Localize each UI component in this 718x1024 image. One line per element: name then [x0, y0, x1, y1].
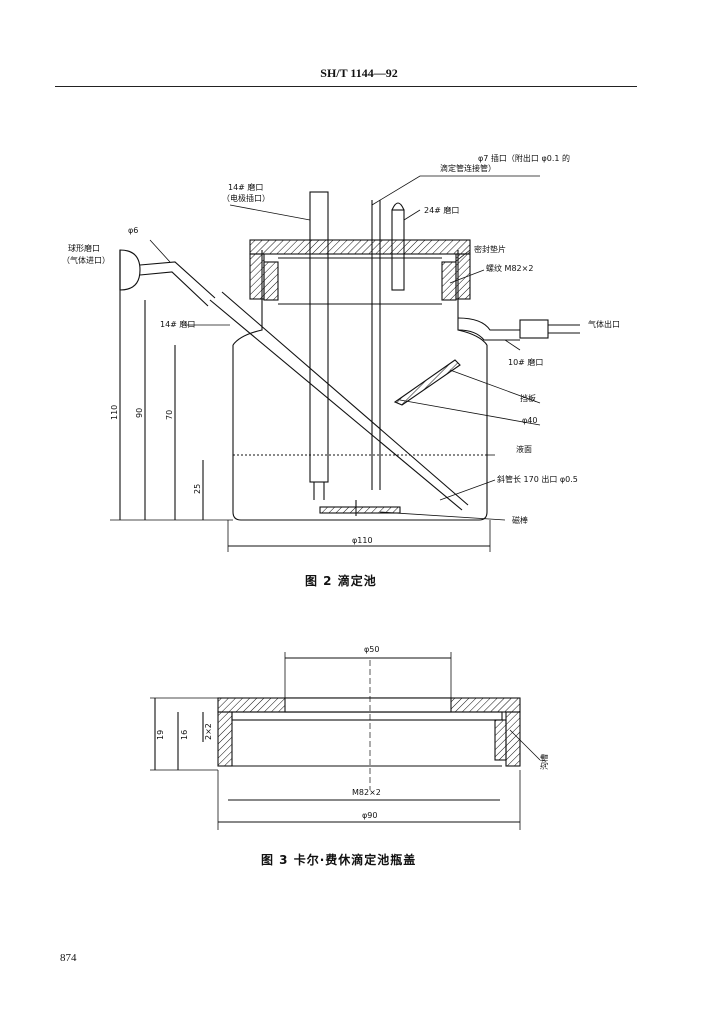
figure-2-caption: 图 2 滴定池 [305, 574, 377, 588]
header-rule [55, 86, 637, 87]
dim-110: 110 [110, 405, 119, 420]
label-ground-14: 14# 磨口 [160, 319, 195, 329]
stir-bar [319, 506, 401, 514]
dim-2x2: 2×2 [204, 723, 213, 740]
label-ball-port: 球形磨口 [68, 243, 100, 253]
dim-thread: M82×2 [352, 788, 381, 797]
label-liquid-level: 液面 [516, 444, 532, 454]
dim-16: 16 [180, 730, 189, 740]
label-electrode-port: 14# 磨口 [228, 182, 263, 192]
dim-phi110: φ110 [352, 536, 373, 545]
vessel-body [232, 345, 488, 521]
dim-phi90: φ90 [362, 811, 377, 820]
figure-3-caption: 图 3 卡尔·费休滴定池瓶盖 [261, 853, 417, 867]
label-gas-outlet: 气体出口 [588, 319, 620, 329]
label-tube-port: φ7 插口（附出口 φ0.1 的 [478, 153, 570, 163]
label-ground-10: 10# 磨口 [508, 357, 543, 367]
dim-25: 25 [193, 484, 202, 494]
label-baffle: 挡板 [520, 393, 536, 403]
label-thread: 螺纹 M82×2 [486, 263, 533, 273]
baffle [393, 359, 461, 406]
label-ball-port-2: （气体进口） [62, 255, 110, 265]
figure-2-titration-cell [110, 175, 580, 552]
label-groove: 沟槽 [539, 754, 549, 770]
dim-phi50: φ50 [364, 645, 379, 654]
label-electrode-port-2: （电极插口） [222, 193, 270, 203]
label-stir-bar: 磁棒 [512, 515, 528, 525]
label-seal-gasket: 密封垫片 [474, 244, 506, 254]
page-number: 874 [60, 952, 77, 964]
dim-90: 90 [135, 408, 144, 418]
dim-19: 19 [156, 730, 165, 740]
figure-3-cell-cap [150, 652, 541, 830]
label-ground-24: 24# 磨口 [424, 205, 459, 215]
label-phi6: φ6 [128, 226, 138, 235]
label-phi40: φ40 [522, 416, 537, 425]
label-tube-port-2: 滴定管连接管） [440, 163, 496, 173]
dim-70: 70 [165, 410, 174, 420]
cap-top [249, 239, 471, 255]
label-slant-tube: 斜管长 170 出口 φ0.5 [497, 474, 578, 484]
standard-code-header: SH/T 1144—92 [320, 66, 398, 80]
